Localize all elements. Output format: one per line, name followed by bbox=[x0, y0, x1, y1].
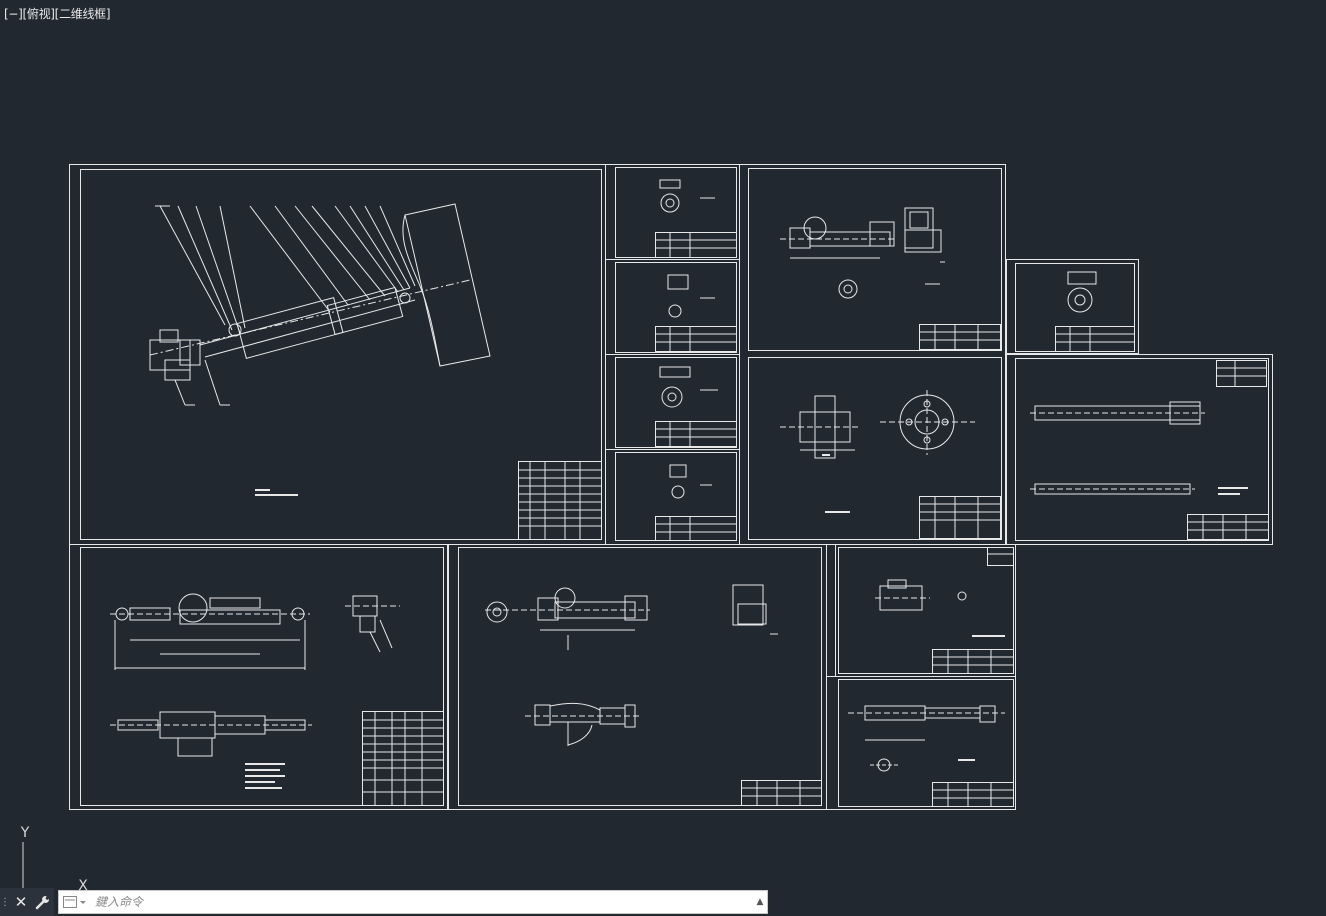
sheet-flange bbox=[748, 357, 1002, 540]
small-sheet-1 bbox=[615, 167, 737, 258]
shaft-drawing bbox=[1030, 360, 1267, 495]
close-icon[interactable]: ✕ bbox=[10, 888, 32, 916]
command-prompt-icon[interactable] bbox=[59, 891, 91, 913]
ucs-icon: Y X bbox=[20, 825, 88, 892]
sheet-gear-assembly bbox=[80, 547, 444, 806]
wrench-icon-svg bbox=[35, 895, 50, 910]
title-block-bracket bbox=[932, 649, 1014, 674]
title-block-spline-shaft bbox=[932, 782, 1014, 807]
sheet-border-bottom-left bbox=[69, 544, 448, 810]
command-line: ⋮ ✕ ▲ bbox=[0, 888, 768, 916]
sheet-border-top-group bbox=[69, 164, 1006, 545]
command-prompt-icon-svg bbox=[63, 896, 86, 908]
sheet-border-bottom-middle bbox=[448, 544, 827, 810]
sheet-column-detail bbox=[748, 168, 1002, 351]
spline-shaft-drawing bbox=[848, 705, 1005, 772]
sheet-column-assembly bbox=[458, 547, 822, 806]
title-block-flange bbox=[919, 496, 1001, 539]
ucs-y-label: Y bbox=[20, 825, 30, 841]
title-block-assembly bbox=[518, 461, 602, 540]
sheet-assembly-frame bbox=[80, 169, 602, 540]
sheet-border-right-shaft bbox=[1006, 354, 1273, 545]
small-sheet-right bbox=[1015, 263, 1135, 352]
small-sheet-3 bbox=[615, 357, 737, 448]
chevron-up-icon[interactable]: ▲ bbox=[756, 897, 764, 907]
sheet-border-small-right bbox=[1006, 259, 1139, 354]
title-block-column-assembly bbox=[741, 780, 822, 806]
bracket-drawing bbox=[875, 547, 1014, 637]
sheet-border-bottom-right-upper bbox=[835, 544, 1016, 677]
column-detail-drawing bbox=[780, 207, 945, 299]
sheet-bracket bbox=[838, 547, 1014, 674]
wrench-icon[interactable] bbox=[32, 888, 54, 916]
sheet-shaft bbox=[1015, 358, 1269, 541]
gear-assembly-drawing bbox=[110, 593, 400, 789]
grip-handle[interactable]: ⋮ bbox=[0, 888, 10, 916]
assembly-drawing bbox=[149, 203, 491, 496]
ucs-x-label: X bbox=[78, 878, 88, 892]
column-assembly-drawing bbox=[485, 584, 778, 746]
viewport-controls-label[interactable]: [−][俯视][二维线框] bbox=[4, 7, 111, 21]
title-block-column-detail bbox=[919, 324, 1001, 350]
title-block-gear-assembly bbox=[362, 711, 444, 806]
command-input[interactable] bbox=[91, 895, 753, 909]
flange-drawing bbox=[780, 390, 975, 513]
small-sheet-2 bbox=[615, 262, 737, 353]
small-sheet-4 bbox=[615, 452, 737, 541]
sheet-spline-shaft bbox=[838, 679, 1014, 807]
command-input-box[interactable]: ▲ bbox=[58, 890, 768, 914]
title-block-shaft bbox=[1187, 514, 1269, 540]
